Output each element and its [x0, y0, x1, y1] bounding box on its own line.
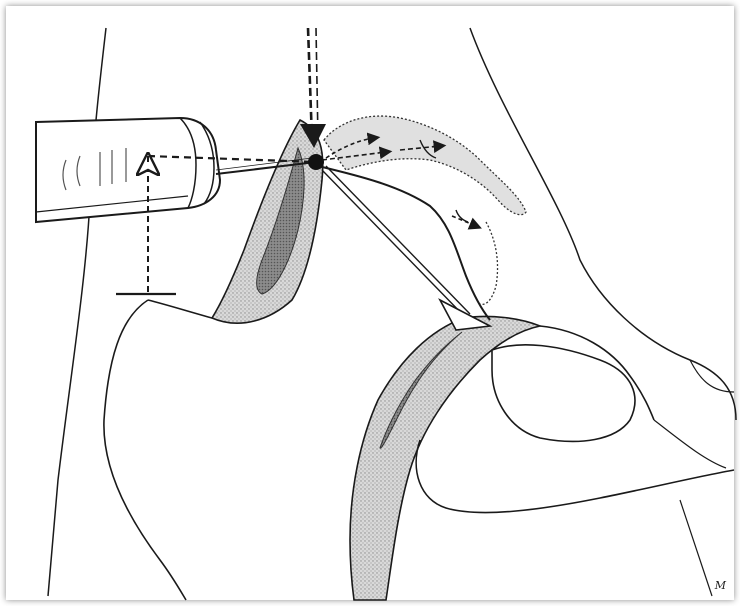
insertion-point-marker	[308, 154, 324, 170]
lower-bone-structure	[350, 316, 734, 600]
needle-entry-arrow-icon	[300, 28, 326, 148]
artist-signature: M	[715, 579, 726, 592]
cortical-outline	[318, 166, 490, 320]
deflection-arrow-icon	[322, 166, 490, 330]
